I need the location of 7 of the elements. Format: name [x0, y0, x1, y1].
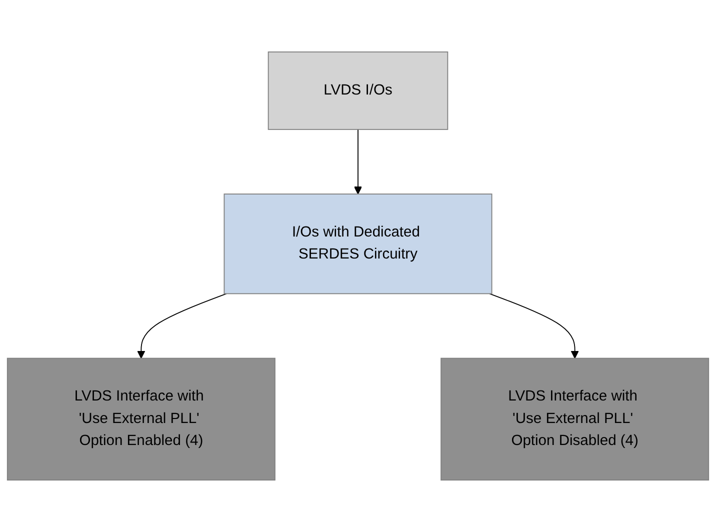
node-box: LVDS I/Os [268, 50, 448, 130]
node-box: I/Os with Dedicated SERDES Circuitry [224, 193, 492, 294]
node-box: LVDS Interface with 'Use External PLL' Option Enabled (4) [6, 357, 276, 480]
node-box: LVDS Interface with 'Use External PLL' Option Disabled (4) [440, 357, 710, 480]
arrow [137, 292, 227, 358]
arrow [354, 128, 362, 194]
arrow [489, 292, 579, 358]
